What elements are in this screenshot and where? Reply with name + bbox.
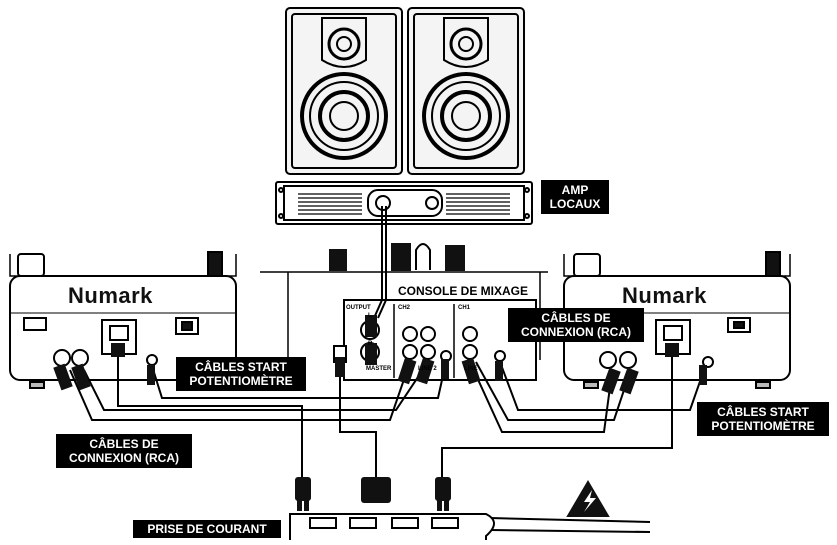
- amplifier: [275, 181, 533, 225]
- mixer-ch2-label: CH2: [398, 305, 411, 311]
- speaker-right: [407, 7, 525, 175]
- mixer-l-label: L: [368, 313, 372, 319]
- brand-logo-right: Numark: [622, 283, 707, 308]
- mixer-master-label: MASTER: [366, 366, 392, 372]
- brand-logo-left: Numark: [68, 283, 153, 308]
- mixer-ch1-label: CH1: [458, 305, 471, 311]
- cd-player-left: [9, 251, 237, 389]
- power-outlet-label: PRISE DE COURANT: [133, 520, 281, 538]
- cables: [69, 206, 705, 533]
- power-strip: [289, 513, 495, 540]
- speaker-left: [285, 7, 403, 175]
- rca-plugs: [53, 315, 707, 395]
- mixer-line2-label: LINE 2: [418, 366, 437, 372]
- warning-icon: [566, 480, 610, 517]
- mixer-output-label: OUTPUT: [346, 305, 371, 311]
- mixer-label: CONSOLE DE MIXAGE: [398, 284, 529, 298]
- cd-player-right: [563, 251, 791, 389]
- mixer-r-label: R: [368, 341, 373, 347]
- power-plugs: [295, 477, 451, 511]
- mixer-line1-label: LINE: [464, 366, 478, 372]
